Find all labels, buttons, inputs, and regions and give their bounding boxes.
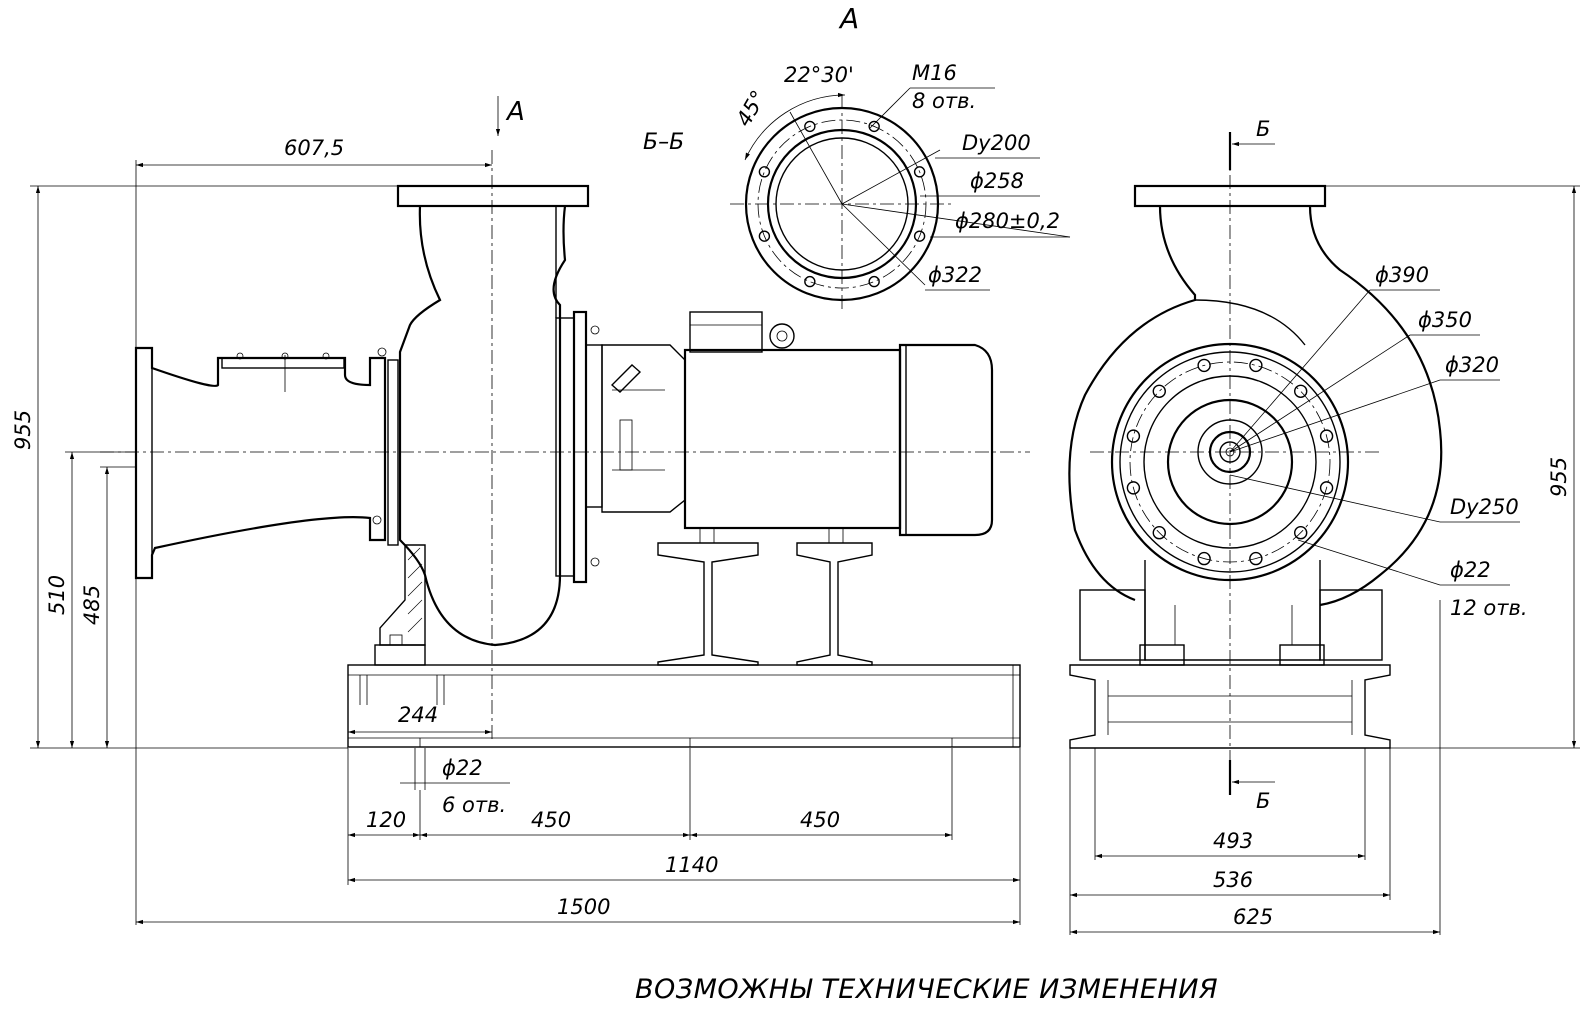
view-a-arrow-label: А: [505, 97, 525, 127]
bolt-hole: [804, 275, 816, 288]
volute-casing: [372, 184, 600, 647]
view-a-arrow: А: [495, 96, 525, 136]
bolt-hole: [913, 230, 926, 242]
bolt-hole: [1249, 551, 1263, 566]
base-frame: [347, 664, 1021, 748]
angle-22-30: 22°30': [784, 63, 854, 87]
dim-450-b: 450: [800, 808, 840, 832]
thread-m16: М16: [912, 61, 957, 85]
phi350-label: ϕ350: [1418, 308, 1472, 332]
bolt-hole: [1319, 481, 1334, 495]
dim-phi22-front: ϕ22: [442, 756, 483, 780]
center-lines: [100, 150, 1030, 740]
bolt-hole: [1126, 481, 1141, 495]
suction-nozzle: [134, 346, 387, 580]
front-view: А 607,5 955 510 485 244 ϕ22 6 отв.: [11, 96, 1030, 925]
bolt-hole: [758, 166, 771, 178]
cut-b-top-label: Б: [1256, 117, 1270, 141]
side-flange-bolt-holes: [1126, 358, 1334, 566]
adapter-housing: [585, 344, 686, 513]
flange-view: А Б–Б 22°30' 45° М16 8 отв. Dy200 ϕ258: [643, 2, 1071, 312]
dim-607-5: 607,5: [284, 136, 344, 160]
front-dimensions: 607,5 955 510 485 244 ϕ22 6 отв.: [11, 136, 1021, 925]
dim-1500: 1500: [557, 895, 610, 919]
bolt-hole: [1152, 384, 1166, 398]
electric-motor: [683, 311, 994, 537]
dy200-label: Dy200: [962, 131, 1031, 155]
phi258-label: ϕ258: [970, 169, 1024, 193]
phi390-label: ϕ390: [1375, 263, 1429, 287]
dy250-label: Dy250: [1450, 495, 1519, 519]
dim-450-a: 450: [531, 808, 571, 832]
phi320-label: ϕ320: [1445, 353, 1499, 377]
dim-244: 244: [398, 703, 438, 727]
dim-485: 485: [80, 585, 104, 625]
phi22-side-label: ϕ22: [1450, 558, 1491, 582]
phi280-label: ϕ280±0,2: [955, 209, 1060, 233]
section-bb-label: Б–Б: [643, 130, 684, 155]
casing-support: [374, 544, 426, 666]
technical-changes-note: ВОЗМОЖНЫ ТЕХНИЧЕСКИЕ ИЗМЕНЕНИЯ: [635, 974, 1218, 1005]
bolt-hole: [1197, 358, 1211, 373]
bolt-hole: [758, 230, 771, 242]
bolt-hole: [1249, 358, 1263, 373]
bolt-hole: [1152, 526, 1166, 540]
bolt-hole: [1294, 384, 1308, 398]
phi322-label: ϕ322: [928, 263, 982, 287]
bolt-hole: [868, 275, 880, 288]
bolt-hole: [868, 120, 880, 133]
dim-1140: 1140: [665, 853, 718, 877]
bolt-hole: [1319, 429, 1334, 443]
dim-536: 536: [1213, 868, 1253, 892]
dim-510: 510: [45, 575, 69, 615]
dim-6-holes: 6 отв.: [442, 793, 506, 817]
dim-955-side: 955: [1547, 457, 1571, 497]
dim-493: 493: [1213, 829, 1253, 853]
view-a-label: А: [838, 2, 859, 35]
bolt-hole: [913, 166, 926, 178]
motor-supports: [657, 527, 873, 666]
holes-12-label: 12 отв.: [1450, 596, 1528, 620]
cut-b-bottom-label: Б: [1256, 789, 1270, 813]
dim-625: 625: [1233, 905, 1273, 929]
side-view: Б Б ϕ390 ϕ350 ϕ320 Dy250 ϕ22 12 отв. 955: [1068, 117, 1580, 935]
angle-45: 45°: [732, 86, 771, 130]
bolt-hole: [1126, 429, 1141, 443]
dim-120: 120: [366, 808, 406, 832]
dim-955-front: 955: [11, 410, 35, 450]
bolt-hole: [1294, 526, 1308, 540]
holes-8: 8 отв.: [912, 89, 976, 113]
bolt-hole: [1197, 551, 1211, 566]
